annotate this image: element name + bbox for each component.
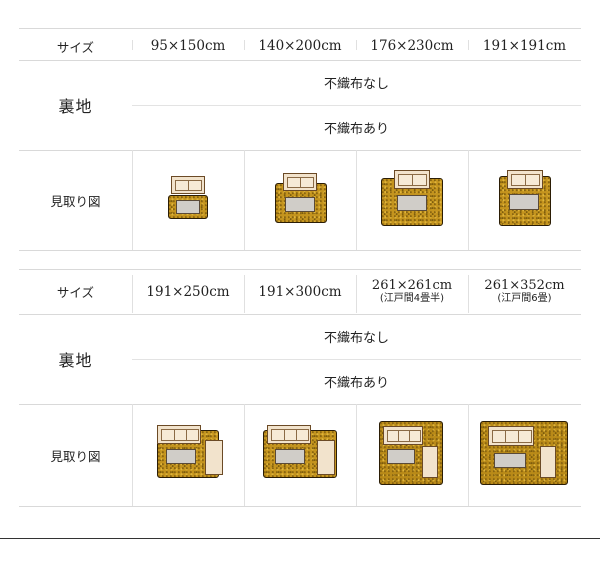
table-shape	[275, 449, 305, 464]
divider	[19, 269, 581, 270]
size-value: 191×300cm	[258, 283, 342, 300]
sofa-shape	[157, 425, 201, 444]
layout-diagram	[165, 173, 211, 223]
table-shape	[387, 449, 415, 464]
sofa-shape	[267, 425, 311, 444]
sofa-shape	[383, 426, 423, 445]
divider	[132, 404, 133, 506]
layout-diagram	[377, 419, 445, 487]
size-value: 95×150cm	[150, 38, 226, 54]
divider	[356, 40, 357, 50]
backing-option: 不織布あり	[323, 122, 389, 137]
chair-shape	[317, 440, 335, 475]
divider	[468, 275, 469, 313]
size-value: 261×261cm	[371, 277, 453, 293]
table-shape	[494, 453, 526, 468]
backing-header: 裏地	[58, 97, 93, 116]
backing-option: 不織布なし	[323, 331, 389, 346]
divider	[19, 28, 581, 29]
footer-divider	[0, 538, 600, 539]
size-note: (江戸間6畳)	[497, 292, 552, 304]
sofa-shape	[283, 173, 317, 191]
divider	[468, 404, 469, 506]
divider	[132, 105, 581, 106]
divider	[19, 506, 581, 507]
divider	[244, 40, 245, 50]
table-shape	[176, 200, 200, 214]
table-shape	[509, 194, 539, 210]
sofa-shape	[507, 170, 543, 189]
size-value: 191×250cm	[146, 283, 230, 300]
divider	[19, 250, 581, 251]
divider	[132, 40, 133, 50]
layout-header: 見取り図	[50, 448, 101, 464]
divider	[468, 150, 469, 250]
backing-option: 不織布あり	[323, 376, 389, 391]
size-value: 176×230cm	[370, 38, 454, 54]
layout-diagram	[478, 419, 570, 487]
size-table-2: サイズ 191×250cm 191×300cm 261×261cm (江戸間4畳…	[19, 269, 581, 507]
divider	[19, 314, 581, 315]
sofa-shape	[394, 170, 430, 189]
divider	[356, 150, 357, 250]
size-value: 140×200cm	[258, 38, 342, 54]
size-value: 191×191cm	[482, 38, 567, 54]
chair-shape	[540, 446, 556, 478]
layout-diagram	[273, 173, 329, 225]
size-table-1: サイズ 95×150cm 140×200cm 176×230cm 191×191…	[19, 28, 581, 251]
table-shape	[285, 197, 315, 212]
size-value: 261×352cm	[484, 277, 565, 293]
divider	[244, 275, 245, 313]
backing-option: 不織布なし	[323, 77, 389, 92]
size-cell: 261×261cm (江戸間4畳半)	[356, 269, 468, 314]
layout-diagram	[379, 170, 445, 228]
layout-diagram	[155, 425, 227, 481]
divider	[356, 275, 357, 313]
sofa-shape	[488, 426, 534, 446]
divider	[19, 60, 581, 61]
backing-header: 裏地	[58, 351, 93, 370]
size-header: サイズ	[56, 285, 95, 300]
divider	[19, 404, 581, 405]
size-note: (江戸間4畳半)	[379, 292, 445, 304]
divider	[132, 150, 133, 250]
divider	[132, 275, 133, 313]
size-cell: 261×352cm (江戸間6畳)	[468, 269, 581, 314]
divider	[468, 40, 469, 50]
chair-shape	[205, 440, 223, 475]
table-shape	[397, 195, 427, 211]
size-header: サイズ	[56, 39, 95, 55]
chair-shape	[422, 446, 438, 478]
sofa-shape	[171, 176, 205, 194]
layout-diagram	[261, 425, 339, 481]
layout-header: 見取り図	[50, 193, 101, 209]
divider	[19, 150, 581, 151]
divider	[244, 404, 245, 506]
divider	[132, 359, 581, 360]
divider	[244, 150, 245, 250]
table-shape	[166, 449, 196, 464]
layout-diagram	[497, 170, 553, 228]
divider	[356, 404, 357, 506]
